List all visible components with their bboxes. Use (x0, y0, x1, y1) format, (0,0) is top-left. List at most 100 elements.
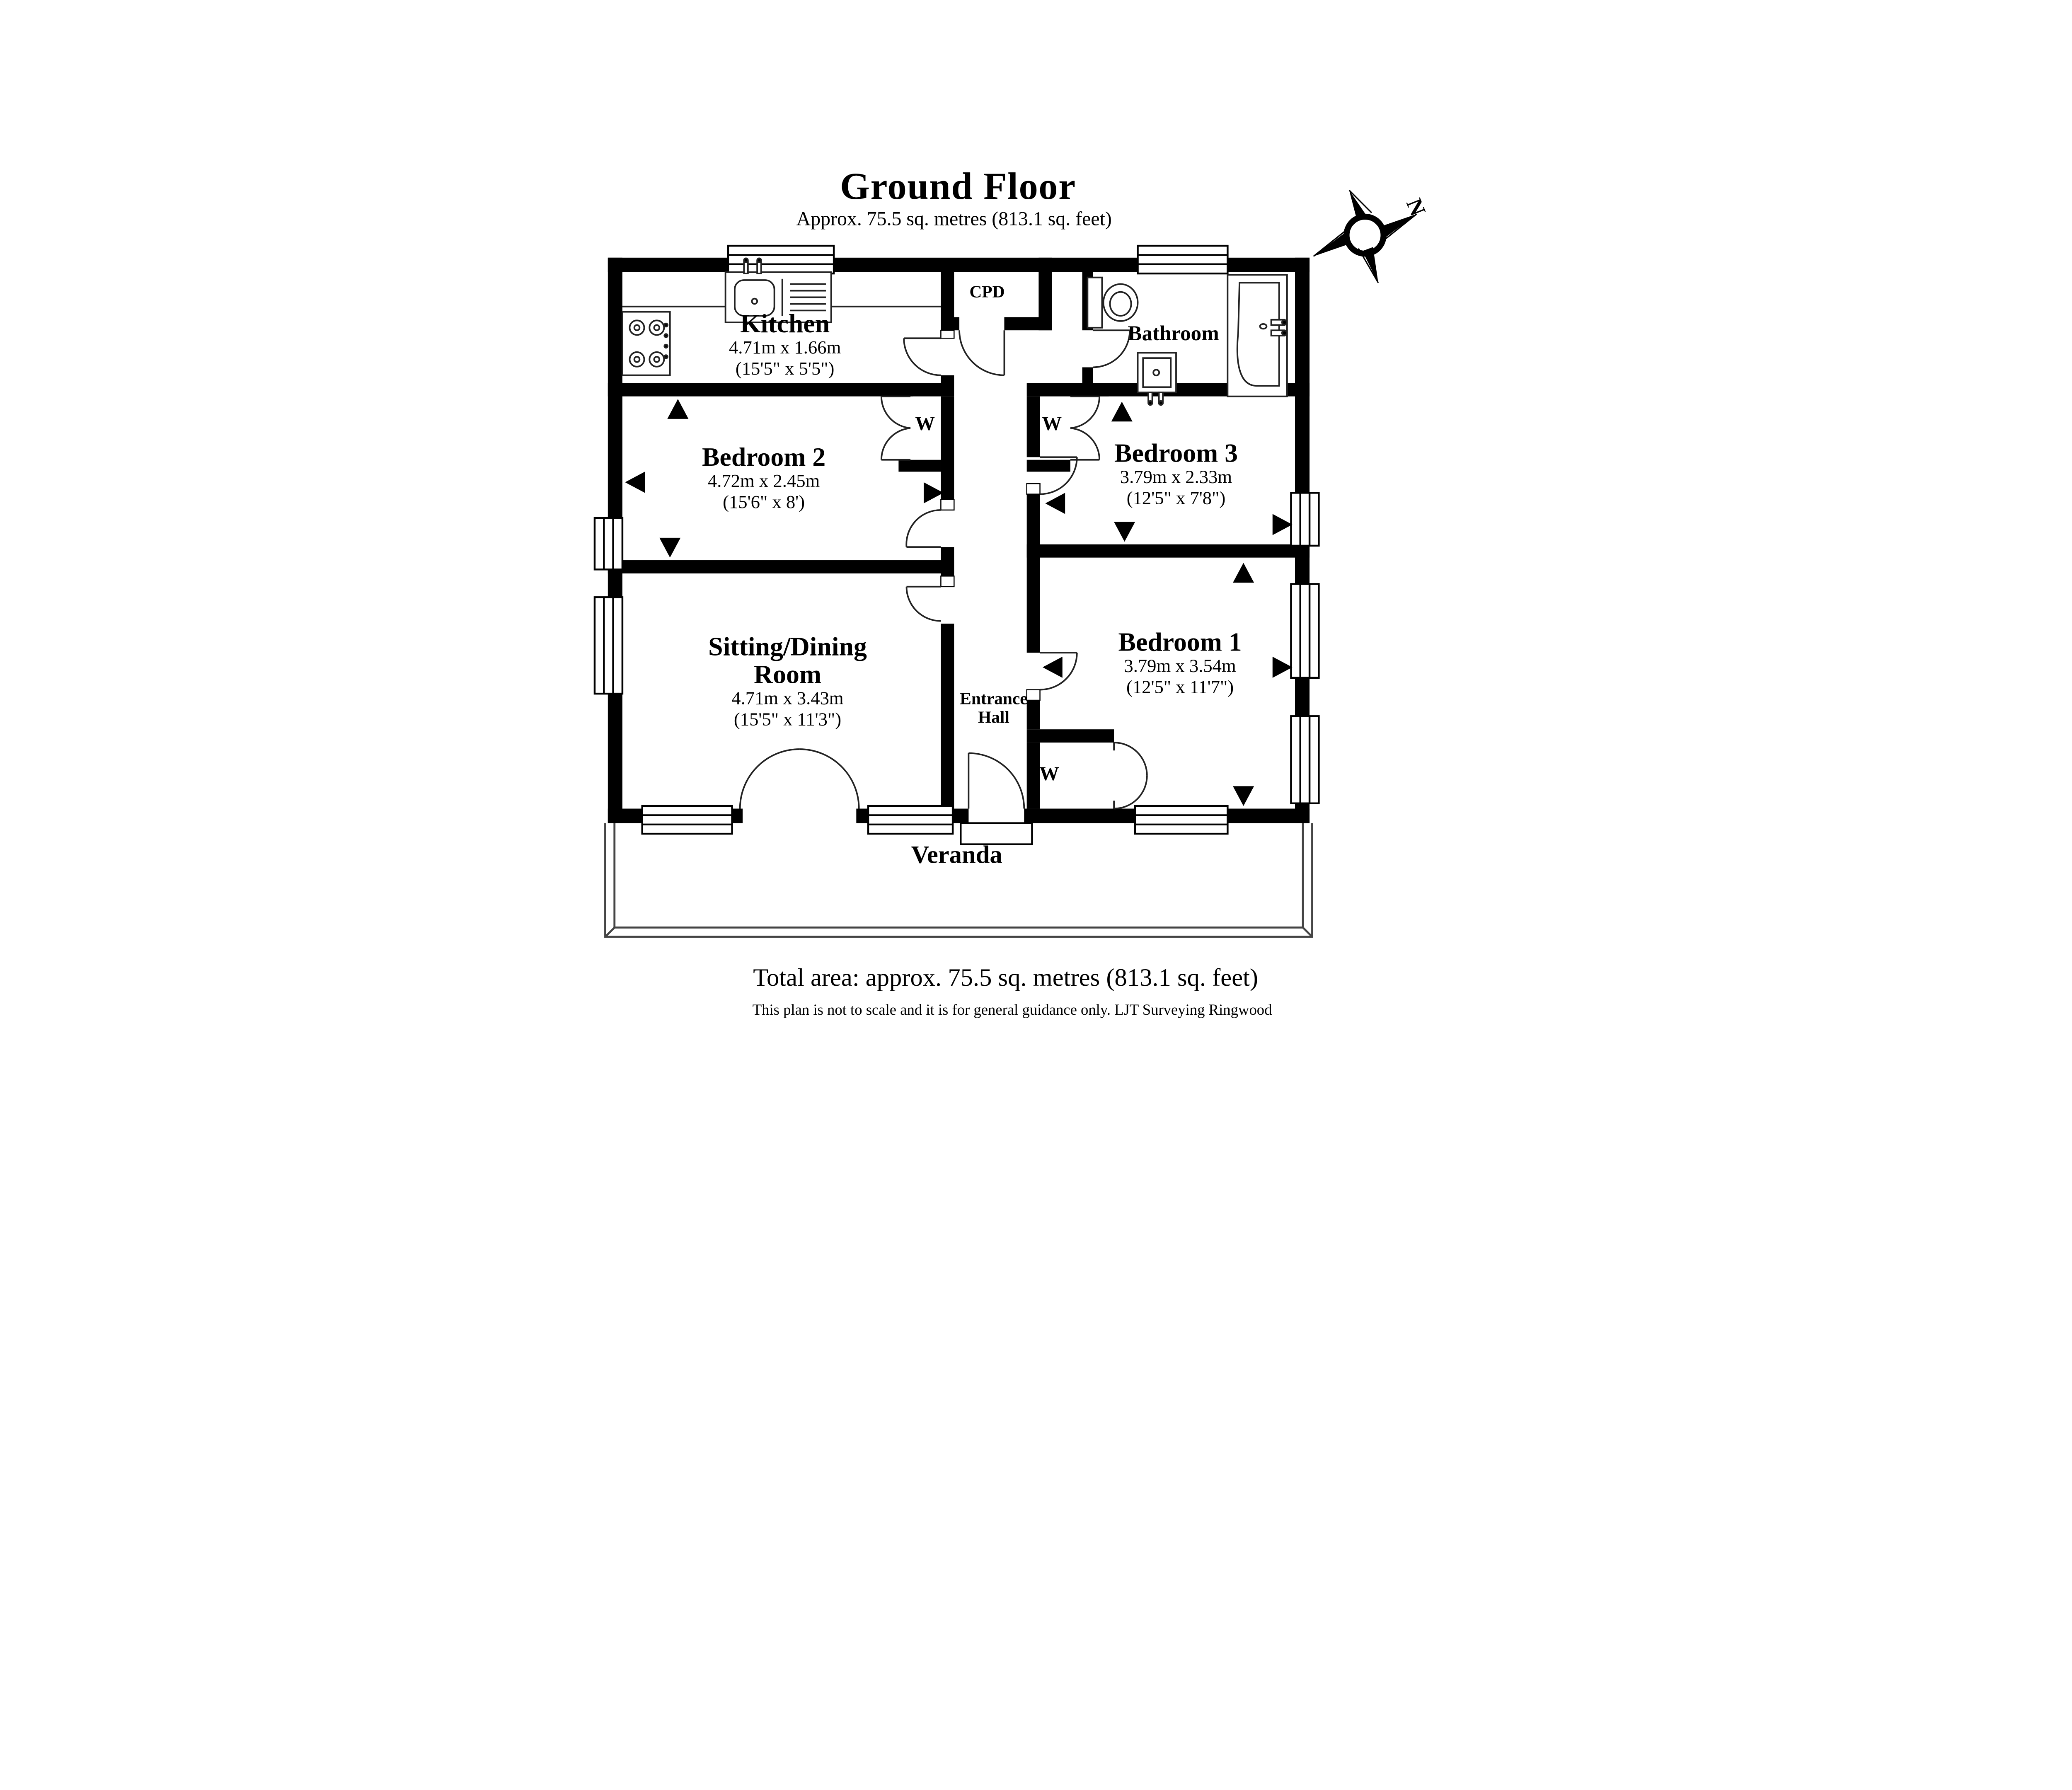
bedroom2-wardrobe-doors (880, 395, 911, 461)
bed2-arrow-left-icon (625, 472, 645, 493)
floorplan-page: Ground Floor Approx. 75.5 sq. metres (81… (593, 166, 1431, 1019)
sitting-dining-label: Sitting/Dining Room 4.71m x 3.43m (15'5"… (708, 634, 867, 732)
sitting-room-door (905, 585, 941, 622)
bedroom2-wardrobe-label: W (915, 414, 935, 435)
cpd-door (959, 330, 1005, 376)
toilet-icon (1087, 276, 1139, 329)
bedroom1-closet-label: W (1039, 764, 1059, 786)
bedroom3-wardrobe-doors (1070, 395, 1100, 461)
entrance-porch-step (960, 822, 1033, 845)
sitting-bottom-window-b (867, 805, 954, 835)
wall-kitchen-right-b (941, 375, 954, 383)
bathroom-label: Bathroom (1128, 323, 1219, 346)
entrance-hall-name-2: Hall (978, 706, 1009, 727)
bed3-arrow-up-icon (1111, 402, 1133, 422)
bedroom2-door (905, 509, 941, 548)
interior-walls (608, 257, 1310, 809)
wall-hall-right-a (1026, 396, 1040, 457)
bedroom1-right-window-a (1290, 583, 1320, 679)
wall-bed1-closet-top (1026, 729, 1114, 743)
total-area-text: Total area: approx. 75.5 sq. metres (813… (753, 964, 1259, 992)
jamb-kitchen-door (940, 329, 955, 339)
bedroom2-label: Bedroom 2 4.72m x 2.45m (15'6" x 8') (702, 444, 825, 515)
wall-top-3 (1221, 257, 1310, 272)
bed3-arrow-down-icon (1114, 522, 1135, 542)
doors (739, 329, 1148, 810)
wall-right-3 (1295, 674, 1310, 720)
veranda-label: Veranda (911, 842, 1002, 870)
cpd-label: CPD (969, 281, 1005, 302)
wall-cpd-bottom-a (941, 317, 960, 331)
wall-top-2 (827, 257, 1145, 272)
wall-bottom-5 (1024, 808, 1139, 823)
jamb-bed1-door (1026, 689, 1041, 701)
kitchen-dims-imperial: (15'5" x 5'5") (735, 360, 835, 380)
door-jambs (940, 329, 1041, 701)
bed3-arrow-right-icon (1272, 514, 1293, 535)
floorplan-drawing (593, 190, 1417, 938)
left-window-small (593, 517, 624, 571)
wall-right-1 (1295, 257, 1310, 497)
kitchen-sink-icon (724, 257, 832, 323)
bedroom1-dims-metric: 3.79m x 3.54m (1124, 657, 1236, 677)
bedroom3-name: Bedroom 3 (1114, 439, 1238, 469)
sitting-bottom-window-a (641, 805, 733, 835)
entrance-front-door (968, 752, 1025, 809)
bedroom2-dims-imperial: (15'6" x 8') (723, 493, 805, 513)
wall-hall-right-b (1026, 494, 1040, 653)
bedroom1-name: Bedroom 1 (1118, 628, 1242, 658)
wall-bed2-wardrobe-stub (900, 388, 913, 397)
bedroom3-window (1290, 492, 1320, 547)
bed1-arrow-right-icon (1272, 656, 1293, 678)
fixtures (622, 257, 1288, 406)
veranda-structure (604, 823, 1313, 938)
entrance-hall-label: Entrance Hall (960, 688, 1028, 727)
bedroom3-dims-metric: 3.79m x 2.33m (1120, 468, 1232, 489)
bedroom3-dims-imperial: (12'5" x 7'8") (1126, 489, 1226, 510)
wall-bathroom-left-b (1082, 367, 1093, 383)
sitting-left-window (593, 596, 624, 695)
bathroom-door (1093, 329, 1131, 368)
wall-hall-left-a (941, 396, 954, 510)
veranda-miters (604, 926, 1313, 938)
wall-bed3-bed1-divider (1026, 544, 1310, 558)
kitchen-hob-icon (622, 311, 671, 376)
jamb-bed2-door (940, 499, 955, 511)
entrance-hall-name-1: Entrance (960, 688, 1028, 709)
french-doors (739, 748, 860, 809)
basin-icon (1137, 352, 1177, 406)
bedroom1-dims-imperial: (12'5" x 11'7") (1126, 678, 1234, 699)
veranda-outline (604, 823, 1313, 938)
wall-bed2-sitting-divider (608, 560, 954, 573)
bedroom3-door (1040, 456, 1078, 495)
bed1-arrow-left-icon (1042, 656, 1063, 678)
sitting-dining-name-2: Room (754, 660, 821, 690)
kitchen-door (903, 337, 941, 376)
wall-hall-left-c (941, 624, 954, 809)
sitting-dining-dims-imperial: (15'5" x 11'3") (733, 711, 842, 731)
bed2-arrow-down-icon (659, 537, 681, 558)
wall-bed2-wardrobe-bottom (898, 460, 941, 472)
sitting-dining-name-1: Sitting/Dining (708, 633, 867, 662)
veranda-inner-rail (613, 823, 1304, 929)
jamb-sitting-door (940, 576, 955, 588)
bathroom-window (1137, 244, 1229, 275)
bedroom3-label: Bedroom 3 3.79m x 2.33m (12'5" x 7'8") (1114, 440, 1238, 510)
compass-rose-icon (1313, 190, 1417, 283)
bed2-arrow-right-icon (923, 482, 944, 503)
wall-bed3-wardrobe-stub (1095, 388, 1109, 397)
wall-left-3 (608, 689, 622, 823)
bedroom3-wardrobe-label: W (1042, 414, 1062, 435)
wall-cpd-right (1038, 257, 1052, 331)
kitchen-label: Kitchen 4.71m x 1.66m (15'5" x 5'5") (729, 310, 841, 381)
jamb-bed3-door (1026, 483, 1041, 495)
bedroom1-label: Bedroom 1 3.79m x 3.54m (12'5" x 11'7") (1118, 629, 1242, 699)
bed1-arrow-up-icon (1233, 563, 1254, 583)
dimension-arrows (625, 399, 1293, 806)
kitchen-name: Kitchen (740, 310, 830, 339)
wall-kitchen-bottom (608, 383, 954, 397)
bed3-arrow-left-icon (1045, 493, 1065, 514)
wall-top-1 (608, 257, 735, 272)
bathtub-icon (1227, 274, 1288, 397)
page-subtitle: Approx. 75.5 sq. metres (813.1 sq. feet) (796, 209, 1112, 231)
